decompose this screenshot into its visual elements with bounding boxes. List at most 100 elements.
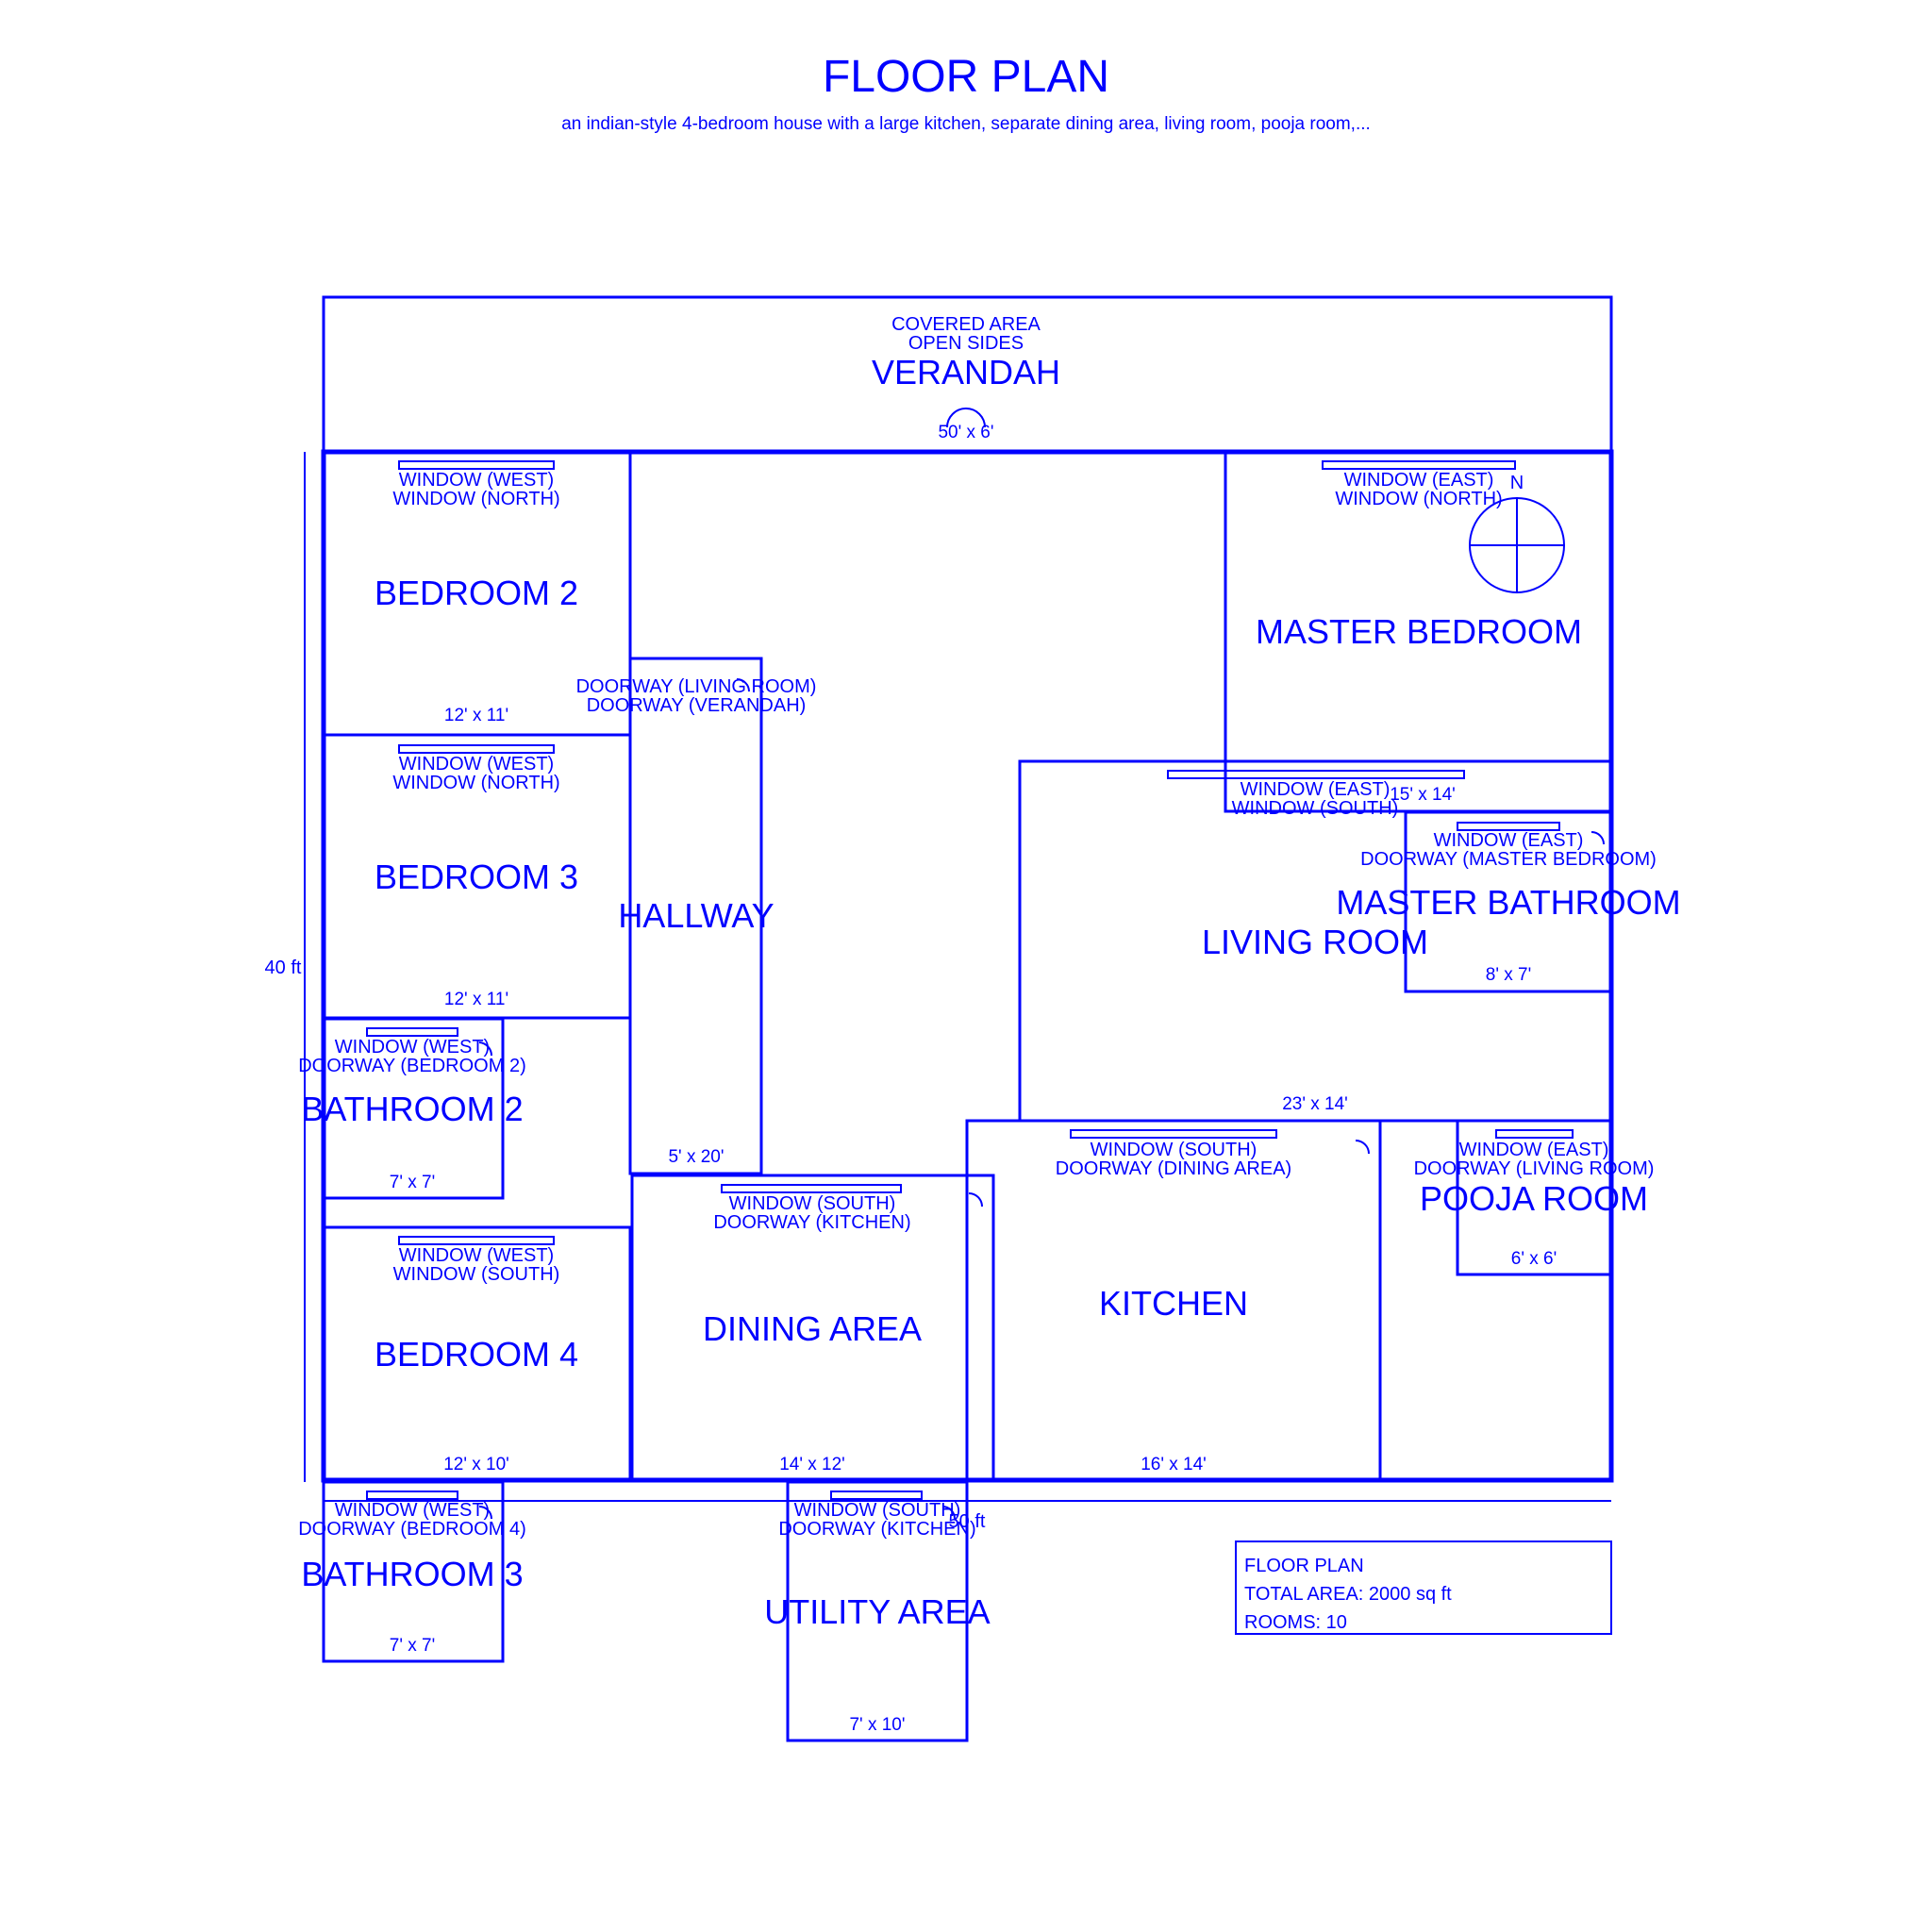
room-hallway-dimensions: 5' x 20' [668,1147,724,1167]
legend-title: FLOOR PLAN [1244,1556,1364,1576]
room-hallway-note-2: DOORWAY (VERANDAH) [587,695,807,716]
door-swing-icon [478,1041,493,1057]
room-master-bathroom-note-2: DOORWAY (MASTER BEDROOM) [1360,849,1657,870]
room-dining-area-name: DINING AREA [703,1309,922,1348]
room-bedroom-2-dimensions: 12' x 11' [444,706,508,725]
door-swing-icon [736,678,750,692]
page-subtitle: an indian-style 4-bedroom house with a l… [561,114,1371,134]
room-master-bedroom-name: MASTER BEDROOM [1256,612,1582,651]
room-bathroom-3-name: BATHROOM 3 [301,1555,523,1593]
door-swing-icon [941,1506,956,1520]
room-kitchen: WINDOW (SOUTH) DOORWAY (DINING AREA) KIT… [965,1119,1382,1482]
room-utility-area-name: UTILITY AREA [764,1592,990,1631]
window-icon [398,1236,555,1245]
window-icon [1167,770,1465,779]
room-dining-area-dimensions: 14' x 12' [779,1455,845,1474]
room-bedroom-3: WINDOW (WEST) WINDOW (NORTH) BEDROOM 3 1… [322,733,632,1020]
room-bedroom-4-note-1: WINDOW (WEST) [399,1245,554,1266]
room-bathroom-2: WINDOW (WEST) DOORWAY (BEDROOM 2) BATHRO… [298,1017,526,1200]
room-bedroom-4-name: BEDROOM 4 [375,1335,578,1374]
door-swing-icon [946,408,986,428]
room-utility-area: WINDOW (SOUTH) DOORWAY (KITCHEN) UTILITY… [764,1480,991,1742]
room-hallway: DOORWAY (LIVING ROOM) DOORWAY (VERANDAH)… [576,657,817,1175]
door-swing-icon [1355,1140,1370,1155]
room-pooja-room-note-2: DOORWAY (LIVING ROOM) [1414,1158,1655,1179]
room-living-room: WINDOW (EAST) WINDOW (SOUTH) LIVING ROOM… [1018,759,1613,1123]
room-bedroom-2-note-2: WINDOW (NORTH) [392,489,559,509]
width-dimension-label: 50 ft [949,1511,986,1532]
room-verandah: COVERED AREA OPEN SIDES VERANDAH 50' x 6… [322,295,1613,454]
room-dining-area-note-2: DOORWAY (KITCHEN) [713,1212,910,1233]
door-swing-icon [968,1192,983,1208]
height-dimension-label: 40 ft [265,958,302,978]
room-master-bathroom-name: MASTER BATHROOM [1336,883,1680,922]
room-bedroom-3-note-2: WINDOW (NORTH) [392,773,559,793]
room-bedroom-4-note-2: WINDOW (SOUTH) [393,1264,560,1285]
window-icon [1495,1129,1574,1139]
legend-total-area: TOTAL AREA: 2000 sq ft [1244,1584,1452,1605]
room-bathroom-2-name: BATHROOM 2 [301,1090,523,1128]
room-bedroom-2-name: BEDROOM 2 [375,574,578,612]
compass-icon: N [1469,473,1565,593]
room-master-bathroom: WINDOW (EAST) DOORWAY (MASTER BEDROOM) M… [1336,810,1681,993]
room-bathroom-3-note-1: WINDOW (WEST) [335,1500,490,1521]
room-pooja-room-name: POOJA ROOM [1420,1179,1648,1218]
door-swing-icon [1591,831,1605,845]
room-pooja-room-note-1: WINDOW (EAST) [1459,1140,1609,1160]
room-living-room-note-1: WINDOW (EAST) [1241,779,1391,800]
room-dining-area-note-1: WINDOW (SOUTH) [729,1193,896,1214]
room-kitchen-dimensions: 16' x 14' [1141,1455,1207,1474]
window-icon [398,744,555,754]
page-title: FLOOR PLAN [823,52,1109,102]
room-bathroom-2-note-2: DOORWAY (BEDROOM 2) [298,1056,526,1076]
room-pooja-room-dimensions: 6' x 6' [1511,1249,1557,1269]
room-bedroom-3-dimensions: 12' x 11' [444,990,508,1009]
room-utility-area-note-1: WINDOW (SOUTH) [794,1500,961,1521]
room-master-bathroom-dimensions: 8' x 7' [1486,965,1531,985]
room-bathroom-2-dimensions: 7' x 7' [390,1173,435,1192]
window-icon [1322,460,1516,470]
room-kitchen-note-2: DOORWAY (DINING AREA) [1056,1158,1291,1179]
room-bathroom-3: WINDOW (WEST) DOORWAY (BEDROOM 4) BATHRO… [298,1480,526,1663]
room-bathroom-3-note-2: DOORWAY (BEDROOM 4) [298,1519,526,1540]
room-master-bathroom-note-1: WINDOW (EAST) [1434,830,1584,851]
room-bedroom-4: WINDOW (WEST) WINDOW (SOUTH) BEDROOM 4 1… [322,1225,632,1482]
room-kitchen-name: KITCHEN [1099,1284,1248,1323]
room-dining-area: WINDOW (SOUTH) DOORWAY (KITCHEN) DINING … [630,1174,995,1482]
legend-box: FLOOR PLAN TOTAL AREA: 2000 sq ft ROOMS:… [1235,1541,1612,1635]
window-icon [398,460,555,470]
door-swing-icon [478,1506,492,1520]
window-icon [366,1027,458,1037]
room-bedroom-2: WINDOW (WEST) WINDOW (NORTH) BEDROOM 2 1… [322,450,632,737]
room-bedroom-3-name: BEDROOM 3 [375,858,578,896]
legend-room-count: ROOMS: 10 [1244,1612,1347,1633]
room-master-bedroom-dimensions: 15' x 14' [1390,785,1456,805]
room-living-room-note-2: WINDOW (SOUTH) [1232,798,1399,819]
room-bedroom-2-note-1: WINDOW (WEST) [399,470,554,491]
room-bathroom-2-note-1: WINDOW (WEST) [335,1037,490,1058]
room-verandah-note-2: OPEN SIDES [908,333,1024,354]
room-master-bedroom: WINDOW (EAST) WINDOW (NORTH) MASTER BEDR… [1224,450,1613,813]
room-hallway-note-1: DOORWAY (LIVING ROOM) [576,676,817,697]
room-utility-area-note-2: DOORWAY (KITCHEN) [778,1519,975,1540]
room-living-room-name: LIVING ROOM [1202,923,1428,961]
room-verandah-note-1: COVERED AREA [891,314,1041,335]
room-verandah-dimensions: 50' x 6' [938,423,993,442]
width-dimension: 50 ft [324,1500,1611,1532]
window-icon [366,1491,458,1500]
window-icon [830,1491,923,1500]
window-icon [1070,1129,1277,1139]
room-master-bedroom-note-2: WINDOW (NORTH) [1335,489,1502,509]
room-bedroom-3-note-1: WINDOW (WEST) [399,754,554,774]
room-utility-area-dimensions: 7' x 10' [849,1715,905,1735]
room-hallway-name: HALLWAY [618,896,774,935]
room-bedroom-4-dimensions: 12' x 10' [443,1455,509,1474]
compass-north-label: N [1510,473,1524,493]
height-dimension: 40 ft [265,452,306,1482]
room-master-bedroom-note-1: WINDOW (EAST) [1344,470,1494,491]
room-bathroom-3-dimensions: 7' x 7' [390,1636,435,1656]
room-living-room-dimensions: 23' x 14' [1282,1094,1348,1114]
window-icon [1457,822,1560,831]
room-kitchen-note-1: WINDOW (SOUTH) [1091,1140,1257,1160]
